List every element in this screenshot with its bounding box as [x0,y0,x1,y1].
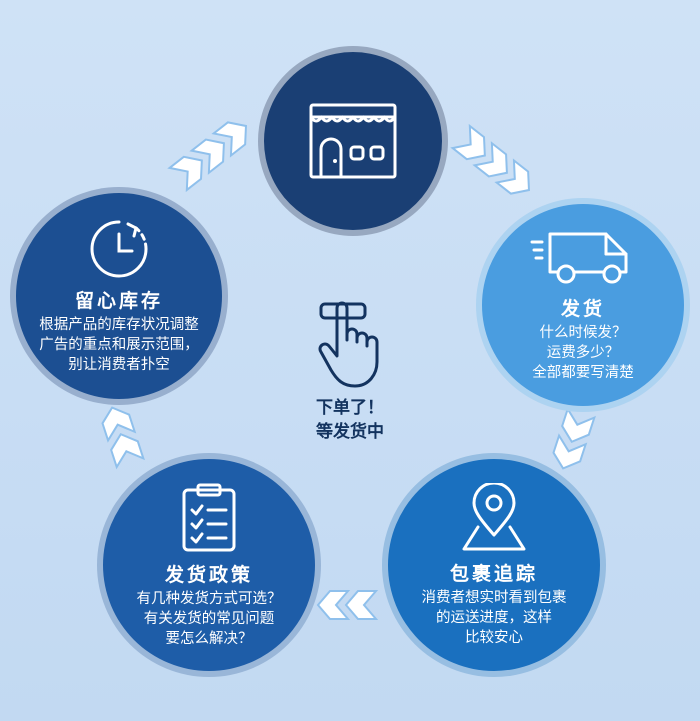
node-inventory: 留心库存 根据产品的库存状况调整 广告的重点和展示范围， 别让消费者扑空 [10,187,228,405]
node-policy: 发货政策 有几种发货方式可选？ 有关发货的常见问题 要怎么解决？ [97,453,321,677]
arrow-store-to-shipping [450,123,531,195]
shipping-desc-line: 全部都要写清楚 [532,364,634,381]
tracking-desc-line: 比较安心 [465,629,523,646]
tracking-desc: 消费者想实时看到包裹 的运送进度，这样 比较安心 [422,588,567,648]
arrow-tracking-to-policy [316,590,379,620]
finger-press-button-icon [318,301,379,388]
storefront-icon [309,103,397,179]
policy-title: 发货政策 [164,563,253,586]
inventory-desc-line: 广告的重点和展示范围， [39,336,199,353]
clipboard-checklist-icon [182,483,236,551]
shipping-title: 发货 [560,297,605,320]
shipping-desc-line: 运费多少？ [546,344,620,361]
inventory-desc-line: 别让消费者扑空 [68,356,170,373]
center-label: 下单了！ 等发货中 [290,300,410,444]
tracking-title: 包裹追踪 [449,562,538,585]
node-shipping: 发货 什么时候发？ 运费多少？ 全部都要写清楚 [476,198,690,412]
policy-desc-line: 有关发货的常见问题 [143,610,275,627]
shipping-desc: 什么时候发？ 运费多少？ 全部都要写清楚 [532,323,634,383]
node-storefront [258,46,448,236]
shipping-desc-line: 什么时候发？ [539,324,627,341]
inventory-title: 留心库存 [74,289,163,312]
center-line-1: 下单了！ [316,398,384,418]
node-tracking: 包裹追踪 消费者想实时看到包裹 的运送进度，这样 比较安心 [382,453,606,677]
arrow-policy-to-inventory [101,406,145,470]
tracking-desc-line: 的运送进度，这样 [436,609,552,626]
arrow-shipping-to-tracking [552,406,596,470]
inventory-desc-line: 根据产品的库存状况调整 [39,316,199,333]
arrow-inventory-to-store [167,121,248,193]
policy-desc-line: 有几种发货方式可选？ [136,590,282,607]
map-pin-icon [462,482,526,550]
inventory-desc: 根据产品的库存状况调整 广告的重点和展示范围， 别让消费者扑空 [39,315,199,375]
clock-refresh-icon [90,220,148,277]
delivery-van-icon [530,232,628,283]
policy-desc-line: 要怎么解决？ [165,630,253,647]
center-line-2: 等发货中 [316,422,384,442]
policy-desc: 有几种发货方式可选？ 有关发货的常见问题 要怎么解决？ [137,589,282,649]
tracking-desc-line: 消费者想实时看到包裹 [421,589,567,606]
